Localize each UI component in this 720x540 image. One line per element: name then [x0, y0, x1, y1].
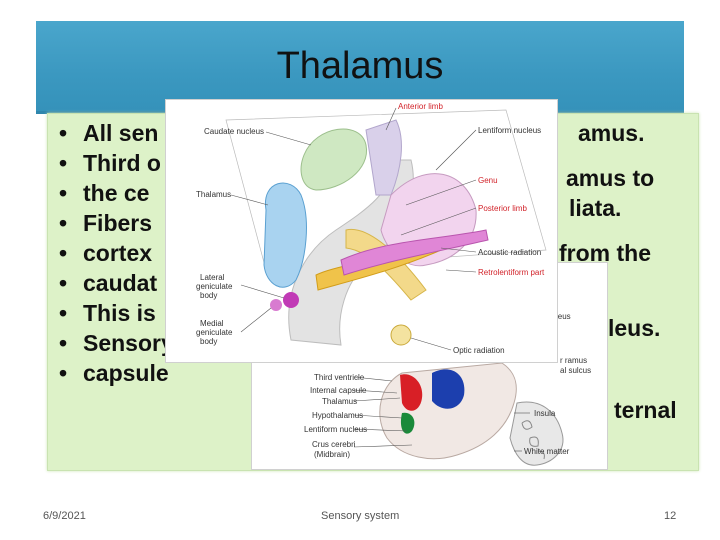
label-insula: Insula — [534, 409, 556, 418]
label-medial-geniculate-3: body — [200, 337, 217, 346]
internal-capsule-svg: Anterior limb Caudate nucleus Lentiform … — [196, 102, 547, 355]
bullet-tail-2: amus to — [566, 165, 655, 191]
coronal-section-svg: cleus n r ramus al sulcus Third ventricl… — [304, 312, 591, 466]
leader-crus — [353, 444, 413, 448]
leader-genu — [405, 179, 477, 206]
optic-end-circle — [390, 324, 412, 346]
leader-thalamus — [230, 194, 269, 206]
label-al-sulcus: al sulcus — [560, 366, 591, 375]
white-matter-region — [509, 401, 564, 466]
bullet-tail-3: from the — [559, 240, 651, 266]
bullet-3-cont2: caudat — [57, 268, 687, 298]
bullet-list: All sen Third o the ce Fibers cortex cau… — [57, 118, 687, 388]
label-thalamus-b: Thalamus — [322, 397, 357, 406]
thalamus-blue — [263, 182, 307, 288]
bullet-tail-5: ternal — [614, 397, 677, 423]
bullet-3-cont1: cortex — [57, 238, 687, 268]
label-medial-geniculate-1: Medial — [200, 319, 224, 328]
thalamus-red — [400, 374, 423, 411]
label-crus-cerebri: Crus cerebri — [312, 440, 356, 449]
bullet-2-cont: the ce — [57, 178, 687, 208]
bullet-5-cont: capsule — [57, 358, 687, 388]
cortex-folds — [521, 420, 545, 460]
leader-posterior-limb — [400, 207, 477, 236]
bullet-2: Third o — [57, 148, 687, 178]
perspective-plane — [225, 109, 547, 271]
continuation-tail-1: liata. — [569, 195, 622, 221]
leader-lentiform — [435, 129, 477, 171]
label-white-matter: White matter — [524, 447, 570, 456]
label-hypothalamus: Hypothalamus — [312, 411, 363, 420]
label-third-ventricle: Third ventricle — [314, 373, 365, 382]
label-caudate-nucleus: Caudate nucleus — [204, 127, 264, 136]
bullet-1: All sen — [57, 118, 687, 148]
label-internal-capsule: Internal capsule — [310, 386, 367, 395]
label-r-ramus: r ramus — [560, 356, 587, 365]
label-lateral-geniculate-1: Lateral — [200, 273, 225, 282]
acoustic-radiation-magenta — [340, 229, 489, 276]
label-midbrain: (Midbrain) — [314, 450, 350, 459]
bullet-3: Fibers — [57, 208, 687, 238]
leader-acoustic — [440, 247, 477, 253]
label-lentiform-b: Lentiform nucleus — [304, 425, 367, 434]
bullet-tail-1: amus. — [578, 120, 645, 146]
label-lentiform-nucleus: Lentiform nucleus — [478, 126, 541, 135]
label-anterior-limb: Anterior limb — [398, 102, 443, 111]
leader-lentiform — [353, 428, 408, 432]
medial-geniculate-dot — [270, 299, 282, 311]
leader-medial-geniculate — [240, 307, 272, 333]
label-medial-geniculate-2: geniculate — [196, 328, 233, 337]
leader-thalamus — [353, 397, 401, 402]
footer-page-number: 12 — [664, 510, 677, 522]
leader-lateral-geniculate — [240, 284, 285, 299]
caudate-head-green — [300, 128, 367, 191]
leader-hypothalamus — [353, 414, 403, 419]
leader-internal-capsule — [353, 389, 398, 394]
footer-center: Sensory system — [321, 510, 400, 522]
lentiform-blue — [432, 369, 465, 409]
label-acoustic-radiation: Acoustic radiation — [478, 248, 541, 257]
label-genu: Genu — [478, 176, 498, 185]
label-lateral-geniculate-3: body — [200, 291, 217, 300]
leader-optic-radiation — [410, 337, 452, 351]
leader-anterior-limb — [385, 107, 397, 131]
bullet-tail-4: leus. — [608, 315, 661, 341]
label-posterior-limb: Posterior limb — [478, 204, 527, 213]
label-lateral-geniculate-2: geniculate — [196, 282, 233, 291]
label-cleus: cleus — [552, 312, 571, 321]
leader-third-ventricle — [353, 376, 393, 382]
bullet-4: This is — [57, 298, 687, 328]
lateral-geniculate-dot — [283, 292, 299, 308]
footer-date: 6/9/2021 — [43, 510, 86, 522]
hypothalamus-green — [400, 412, 415, 434]
internal-capsule-figure: Anterior limb Caudate nucleus Lentiform … — [165, 99, 558, 363]
leader-caudate — [265, 131, 312, 146]
slide-title: Thalamus — [276, 45, 444, 87]
leader-retrolentiform — [445, 269, 477, 273]
label-optic-radiation: Optic radiation — [453, 346, 505, 355]
label-thalamus: Thalamus — [196, 190, 231, 199]
label-retrolentiform-part: Retrolentiform part — [478, 268, 545, 277]
